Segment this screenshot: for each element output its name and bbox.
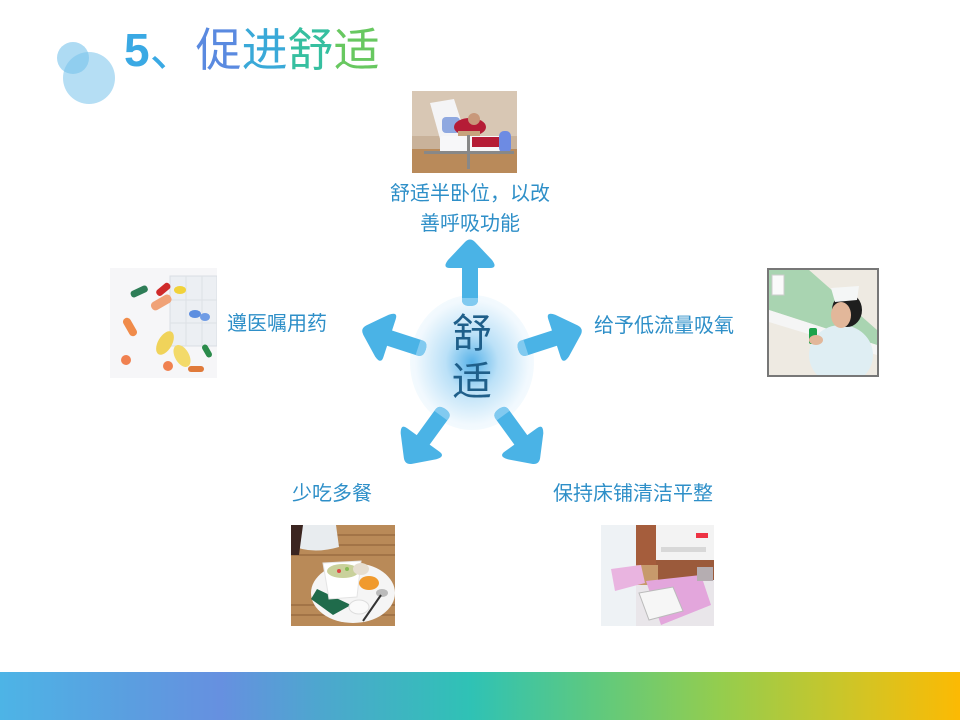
hospital-beds-photo	[601, 525, 714, 626]
item-label-meals: 少吃多餐	[292, 481, 372, 505]
item-label-clean-bed: 保持床铺清洁平整	[553, 481, 713, 505]
decor-circle-large	[63, 52, 115, 104]
item-label-semi-reclining: 舒适半卧位，以改 善呼吸功能	[360, 178, 580, 238]
title-char: 进	[241, 23, 288, 77]
bottom-gradient-bar	[0, 672, 960, 720]
arrow-lower-left-icon	[386, 394, 466, 478]
patient-semi-reclining-photo	[412, 91, 517, 173]
center-label: 舒 适	[446, 310, 498, 406]
title-number: 5	[124, 24, 150, 76]
pills-photo	[110, 268, 217, 378]
title-separator: 、	[149, 23, 196, 77]
nurse-oxygen-photo	[767, 268, 879, 377]
arrow-up-icon	[445, 239, 495, 306]
slide-title: 5、促进舒适	[124, 18, 380, 82]
center-char: 舒	[452, 311, 492, 357]
arrow-lower-right-icon	[478, 394, 558, 478]
center-glow	[410, 295, 534, 430]
title-char: 舒	[287, 23, 334, 77]
arrow-upper-left-icon	[354, 305, 434, 374]
label-line: 舒适半卧位，以改	[390, 181, 550, 205]
title-char: 适	[333, 23, 380, 77]
item-label-medication: 遵医嘱用药	[227, 311, 327, 335]
meal-photo	[291, 525, 395, 626]
center-char: 适	[452, 359, 492, 405]
item-label-oxygen: 给予低流量吸氧	[594, 313, 734, 337]
label-line: 善呼吸功能	[420, 211, 520, 235]
arrow-upper-right-icon	[510, 305, 590, 374]
title-char: 促	[195, 23, 242, 77]
